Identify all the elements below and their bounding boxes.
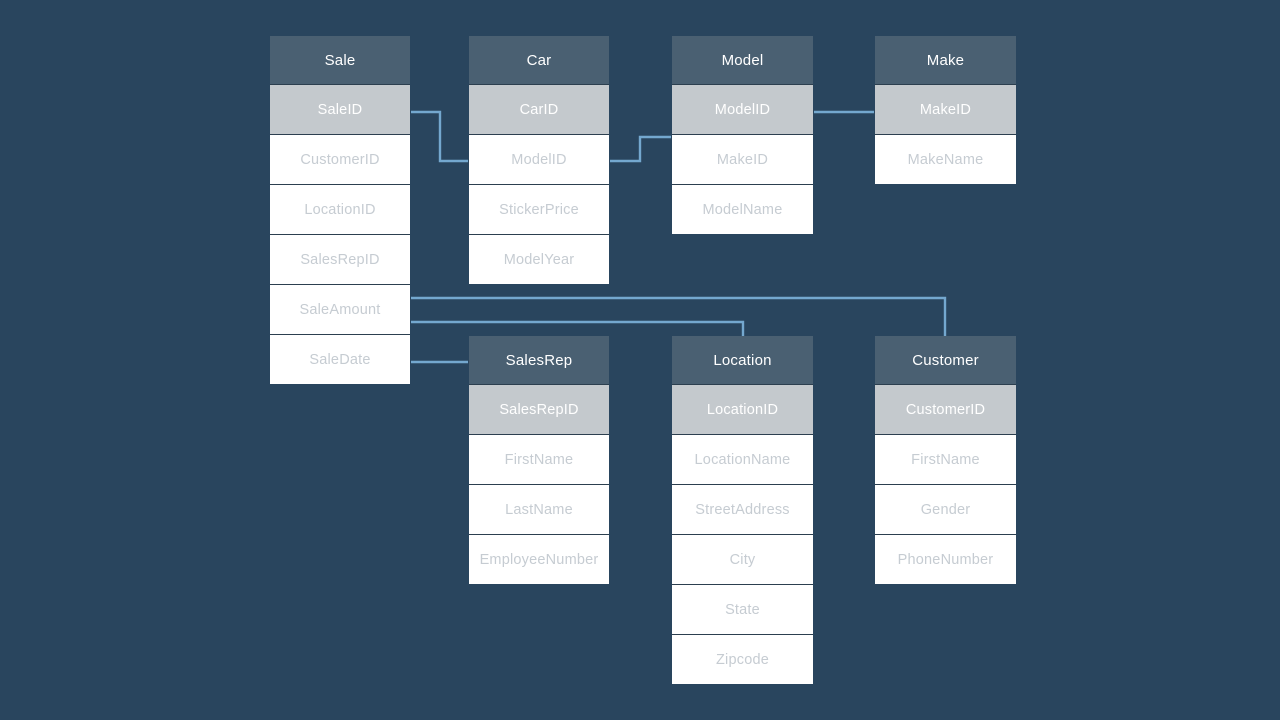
entity-title-model: Model — [672, 36, 813, 84]
entity-title-salesrep: SalesRep — [469, 336, 609, 384]
field-row-sale-locationid[interactable]: LocationID — [270, 184, 410, 234]
field-row-salesrep-lastname[interactable]: LastName — [469, 484, 609, 534]
field-row-location-streetaddress[interactable]: StreetAddress — [672, 484, 813, 534]
field-row-location-locationname[interactable]: LocationName — [672, 434, 813, 484]
entity-title-car: Car — [469, 36, 609, 84]
relationship-line-sale-car — [411, 110, 468, 163]
field-row-car-stickerprice[interactable]: StickerPrice — [469, 184, 609, 234]
primary-key-row-car-carid[interactable]: CarID — [469, 84, 609, 134]
primary-key-row-location-locationid[interactable]: LocationID — [672, 384, 813, 434]
primary-key-row-sale-saleid[interactable]: SaleID — [270, 84, 410, 134]
field-row-car-modelid[interactable]: ModelID — [469, 134, 609, 184]
field-row-customer-firstname[interactable]: FirstName — [875, 434, 1016, 484]
primary-key-row-make-makeid[interactable]: MakeID — [875, 84, 1016, 134]
entity-title-customer: Customer — [875, 336, 1016, 384]
field-row-sale-saledate[interactable]: SaleDate — [270, 334, 410, 384]
field-row-salesrep-employeenumber[interactable]: EmployeeNumber — [469, 534, 609, 584]
field-row-sale-salesrepid[interactable]: SalesRepID — [270, 234, 410, 284]
primary-key-row-model-modelid[interactable]: ModelID — [672, 84, 813, 134]
field-row-location-state[interactable]: State — [672, 584, 813, 634]
field-row-location-city[interactable]: City — [672, 534, 813, 584]
field-row-car-modelyear[interactable]: ModelYear — [469, 234, 609, 284]
primary-key-row-customer-customerid[interactable]: CustomerID — [875, 384, 1016, 434]
entity-title-sale: Sale — [270, 36, 410, 84]
relationship-line-sale-customer — [411, 296, 947, 336]
field-row-customer-phonenumber[interactable]: PhoneNumber — [875, 534, 1016, 584]
field-row-sale-customerid[interactable]: CustomerID — [270, 134, 410, 184]
relationship-line-sale-location — [411, 320, 745, 336]
field-row-model-modelname[interactable]: ModelName — [672, 184, 813, 234]
primary-key-row-salesrep-salesrepid[interactable]: SalesRepID — [469, 384, 609, 434]
field-row-location-zipcode[interactable]: Zipcode — [672, 634, 813, 684]
field-row-model-makeid[interactable]: MakeID — [672, 134, 813, 184]
relationship-line-car-model — [610, 135, 671, 163]
field-row-make-makename[interactable]: MakeName — [875, 134, 1016, 184]
entity-title-location: Location — [672, 336, 813, 384]
entity-title-make: Make — [875, 36, 1016, 84]
field-row-sale-saleamount[interactable]: SaleAmount — [270, 284, 410, 334]
field-row-customer-gender[interactable]: Gender — [875, 484, 1016, 534]
field-row-salesrep-firstname[interactable]: FirstName — [469, 434, 609, 484]
